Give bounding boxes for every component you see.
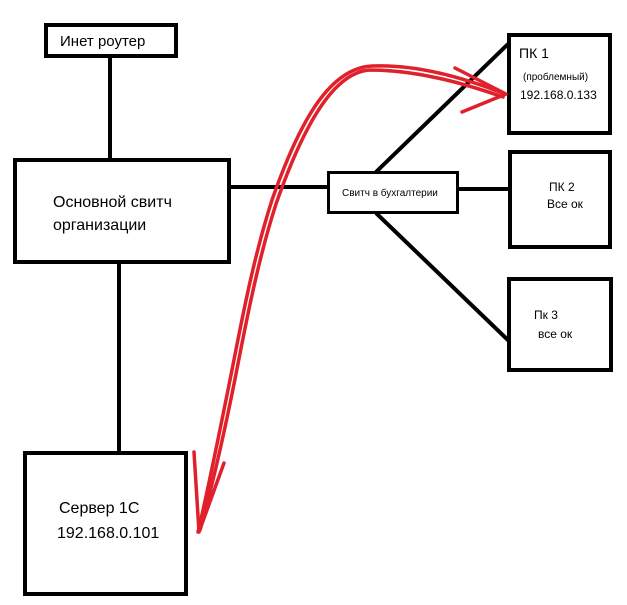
pc1-ip: 192.168.0.133 xyxy=(520,88,597,102)
main-switch-label-line1: Основной свитч xyxy=(53,194,172,211)
internet-router-box: Инет роутер xyxy=(44,23,178,58)
pc1-title: ПК 1 xyxy=(519,45,549,61)
accounting-switch-label: Свитч в бухгалтерии xyxy=(342,188,438,199)
server-ip: 192.168.0.101 xyxy=(57,525,160,542)
main-switch-box: Основной свитч организации xyxy=(13,158,231,264)
pc3-title: Пк 3 xyxy=(534,308,558,322)
pc1-note: (проблемный) xyxy=(523,72,589,83)
server-title: Сервер 1С xyxy=(59,500,140,517)
server-1c-box: Сервер 1С 192.168.0.101 xyxy=(23,451,188,596)
pc3-status: все ок xyxy=(538,327,573,341)
link-accounting-switch-pc1 xyxy=(374,42,510,174)
pc3-box: Пк 3 все ок xyxy=(507,277,613,372)
pc2-box: ПК 2 Все ок xyxy=(508,150,612,249)
main-switch-label-line2: организации xyxy=(53,217,147,234)
pc2-title: ПК 2 xyxy=(549,180,575,194)
link-accounting-switch-pc3 xyxy=(374,211,512,344)
pc2-status: Все ок xyxy=(547,197,583,211)
pc1-box: ПК 1 (проблемный) 192.168.0.133 xyxy=(507,33,612,135)
router-label: Инет роутер xyxy=(60,33,146,50)
accounting-switch-box: Свитч в бухгалтерии xyxy=(327,171,459,214)
